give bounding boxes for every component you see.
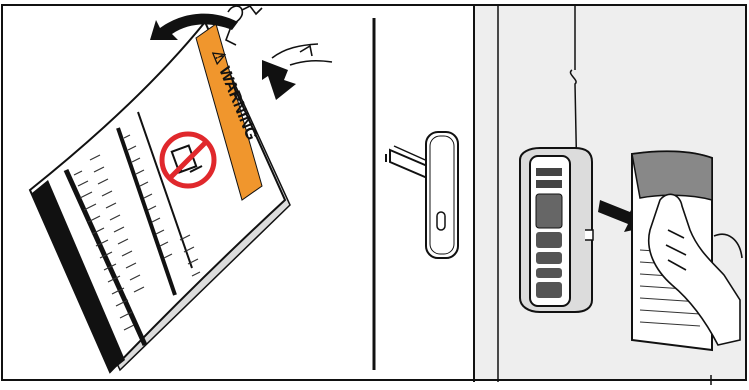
remote-control-icon xyxy=(520,148,593,312)
prohibited-sign-icon xyxy=(162,134,214,186)
panel-attach-to-wall xyxy=(474,5,745,385)
bracket-gray-strip xyxy=(632,151,712,200)
